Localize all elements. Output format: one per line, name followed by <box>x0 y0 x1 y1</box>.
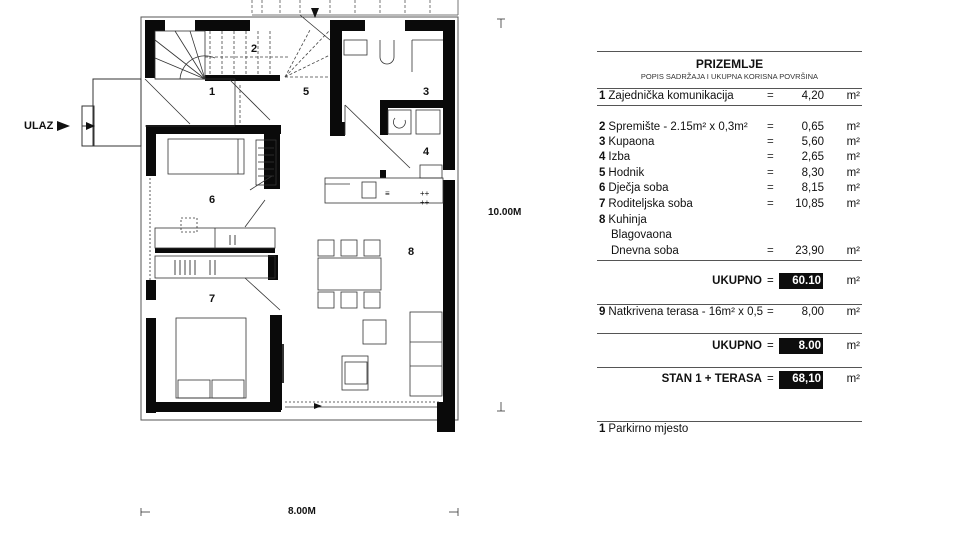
grand-total-value-box: 68,10 <box>779 371 823 389</box>
divider <box>597 260 862 261</box>
room-number-1: 1 <box>209 86 216 98</box>
svg-text:≡: ≡ <box>385 189 390 198</box>
svg-text:++: ++ <box>420 198 430 207</box>
floor-plan: ≡ ++ ++ <box>24 0 522 517</box>
divider <box>597 367 862 368</box>
height-dimension: 10.00M <box>488 207 522 218</box>
grand-total-row: STAN 1 + TERASA = 68,10 m² <box>597 371 862 389</box>
room-number-3: 3 <box>423 86 430 98</box>
divider <box>597 304 862 305</box>
divider <box>597 333 862 334</box>
table-title: PRIZEMLJE <box>695 57 764 71</box>
table-row: Blagovaona <box>611 229 672 241</box>
room-number-4: 4 <box>423 146 430 158</box>
floor-plan-drawing: ≡ ++ ++ <box>57 0 505 516</box>
width-dimension: 8.00M <box>288 506 316 517</box>
terrace-total-row: UKUPNO = 8.00 m² <box>712 338 860 354</box>
divider <box>597 51 862 52</box>
room-number-8: 8 <box>408 246 415 258</box>
room-number-7: 7 <box>209 293 216 305</box>
total-value-box: 8.00 <box>779 338 823 354</box>
room-number-6: 6 <box>209 194 216 206</box>
divider <box>597 421 862 422</box>
entrance-label: ULAZ <box>24 120 54 132</box>
room-number-5: 5 <box>303 86 310 98</box>
svg-text:++: ++ <box>420 189 430 198</box>
divider <box>597 88 862 89</box>
table-subtitle: POPIS SADRŽAJA I UKUPNA KORISNA POVRŠINA <box>640 72 819 81</box>
entrance-arrow-icon <box>57 121 70 131</box>
total-value-box: 60.10 <box>779 273 823 289</box>
total-row: UKUPNO = 60.10 m² <box>712 273 860 289</box>
room-number-2: 2 <box>251 43 258 55</box>
area-table: PRIZEMLJE POPIS SADRŽAJA I UKUPNA KORISN… <box>597 0 862 540</box>
divider <box>597 105 862 106</box>
